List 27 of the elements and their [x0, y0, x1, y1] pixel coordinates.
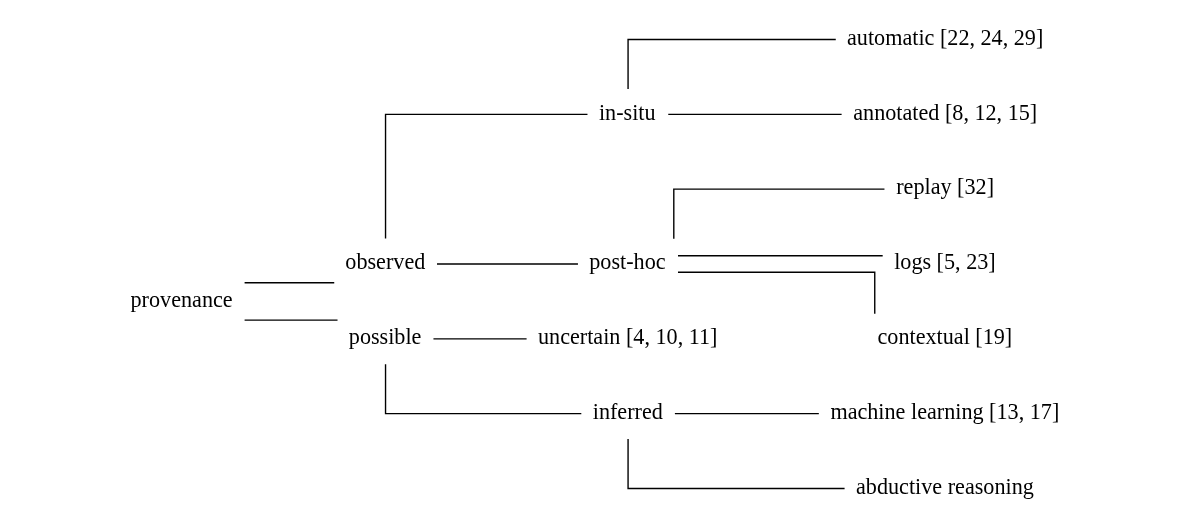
- node-text: logs [5, 23]: [893, 248, 996, 274]
- node-text: automatic [22, 24, 29]: [846, 24, 1043, 50]
- connector: [667, 113, 842, 115]
- connector: [384, 113, 588, 239]
- connector: [626, 437, 845, 489]
- connector: [676, 271, 875, 314]
- connector: [243, 281, 335, 283]
- node-text: abductive reasoning: [855, 473, 1034, 499]
- connector: [673, 412, 820, 414]
- node-text: inferred: [592, 398, 663, 424]
- connector: [676, 254, 883, 256]
- node-text: provenance: [130, 286, 233, 312]
- connector: [243, 318, 338, 321]
- connector: [432, 337, 527, 340]
- node-text: contextual [19]: [877, 323, 1012, 349]
- node-text: annotated [8, 12, 15]: [852, 99, 1037, 125]
- node-text: possible: [348, 323, 421, 349]
- connector: [626, 38, 836, 90]
- node-text: replay [32]: [895, 173, 994, 199]
- node-text: in-situ: [598, 99, 656, 125]
- connector: [672, 187, 885, 239]
- node-text: machine learning [13, 17]: [829, 398, 1059, 424]
- connector: [435, 262, 579, 265]
- connector: [384, 362, 582, 414]
- node-text: uncertain [4, 10, 11]: [537, 323, 717, 349]
- node-text: observed: [344, 248, 425, 274]
- node-text: post-hoc: [588, 248, 666, 274]
